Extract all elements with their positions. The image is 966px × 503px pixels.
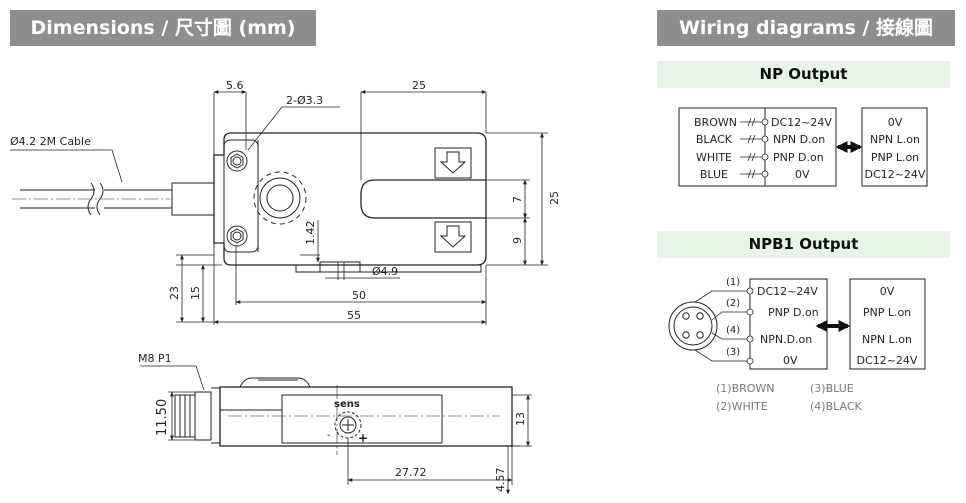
npb1-term-0v: 0V	[783, 354, 798, 367]
dim-23: 23	[168, 286, 181, 300]
dim-9: 9	[511, 237, 524, 244]
legend-blue: (3)BLUE	[810, 382, 854, 395]
dim-50: 50	[352, 289, 366, 302]
dim-13: 13	[514, 412, 527, 426]
dim-5-6: 5.6	[226, 79, 244, 92]
np-term-dc: DC12~24V	[771, 116, 832, 129]
legend-white: (2)WHITE	[716, 400, 768, 413]
connector-label: M8 P1	[138, 352, 172, 365]
np-eq-npn: NPN L.on	[870, 133, 920, 146]
gear-icon	[253, 171, 307, 225]
npb1-eq-npn: NPN L.on	[862, 333, 912, 346]
dim-4-57: 4.57	[494, 468, 507, 493]
sensor-body-side-view	[174, 377, 513, 455]
np-term-pnp: PNP D.on	[773, 151, 824, 164]
dim-25-top: 25	[412, 79, 426, 92]
np-term-0v: 0V	[795, 168, 810, 181]
npb1-pin-1: (1)	[726, 277, 740, 288]
np-eq-dc: DC12~24V	[865, 168, 926, 181]
npb1-eq-0v: 0V	[880, 285, 895, 298]
m8-connector-icon	[668, 301, 718, 351]
dim-11-50: 11.50	[155, 399, 170, 436]
dim-25-right: 25	[548, 191, 561, 205]
npb1-term-dc: DC12~24V	[757, 285, 818, 298]
dimensions-header: Dimensions / 尺寸圖 (mm)	[10, 10, 316, 46]
npb1-pin-4: (4)	[726, 325, 740, 336]
minus-label: -	[327, 430, 331, 441]
wiring-header: Wiring diagrams / 接線圖	[657, 10, 955, 46]
dim-55: 55	[347, 309, 361, 322]
npb1-pin-2: (2)	[726, 298, 740, 309]
np-wire-black: BLACK	[696, 133, 733, 146]
np-term-npn: NPN D.on	[773, 133, 825, 146]
legend-black: (4)BLACK	[810, 400, 863, 413]
np-output-header: NP Output	[657, 61, 950, 88]
np-eq-0v: 0V	[888, 116, 903, 129]
dim-4-9: Ø4.9	[372, 265, 398, 278]
np-wire-blue: BLUE	[700, 168, 728, 181]
cable-label: Ø4.2 2M Cable	[10, 135, 91, 148]
mount-hole-top	[226, 150, 248, 172]
mount-hole-bottom	[226, 225, 248, 247]
cable	[12, 182, 215, 216]
dim-hole: 2-Ø3.3	[286, 94, 323, 107]
npb1-term-pnp: PNP D.on	[768, 306, 819, 319]
npb1-pin-3: (3)	[726, 347, 740, 358]
dim-27-72: 27.72	[395, 466, 427, 479]
np-wire-white: WHITE	[696, 151, 732, 164]
legend-brown: (1)BROWN	[716, 382, 775, 395]
npb1-term-npn: NPN.D.on	[760, 333, 812, 346]
dim-15: 15	[189, 286, 202, 300]
plus-label: +	[358, 431, 368, 445]
npb1-eq-pnp: PNP L.on	[863, 306, 911, 319]
dim-1-42: 1.42	[304, 221, 317, 246]
down-arrow-icon	[434, 147, 472, 179]
np-eq-pnp: PNP L.on	[871, 151, 919, 164]
np-wire-brown: BROWN	[694, 116, 737, 129]
brand-label: sens	[334, 399, 360, 410]
npb1-output-header: NPB1 Output	[657, 231, 950, 258]
dim-7: 7	[511, 196, 524, 203]
sensor-body-top-view	[213, 132, 487, 273]
npb1-eq-dc: DC12~24V	[857, 354, 918, 367]
down-arrow-icon	[434, 221, 472, 253]
